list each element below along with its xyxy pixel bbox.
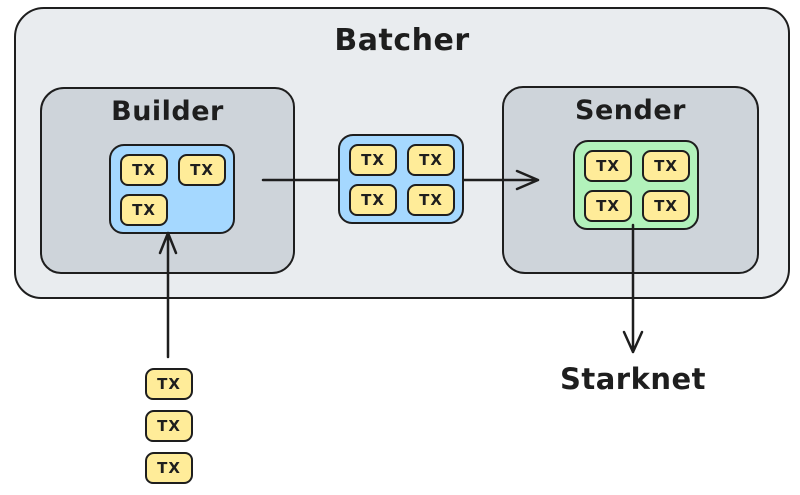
tx-box: TX (642, 190, 690, 222)
builder-tx-group: TX TX TX (109, 144, 235, 234)
starknet-label: Starknet (559, 362, 707, 396)
batch-tx-group: TX TX TX TX (338, 134, 464, 224)
tx-box: TX (407, 184, 455, 216)
sender-label: Sender (575, 95, 686, 126)
tx-box: TX (584, 190, 632, 222)
batcher-label: Batcher (334, 23, 470, 58)
tx-box: TX (120, 154, 168, 186)
tx-box: TX (642, 150, 690, 182)
tx-box: TX (407, 144, 455, 176)
sender-box: Sender TX TX TX TX (502, 86, 759, 274)
tx-box: TX (349, 144, 397, 176)
tx-box: TX (145, 410, 193, 442)
incoming-tx-stack: TX TX TX (145, 368, 193, 484)
builder-box: Builder TX TX TX (40, 87, 295, 274)
tx-box: TX (145, 452, 193, 484)
tx-box: TX (584, 150, 632, 182)
tx-box: TX (120, 194, 168, 226)
builder-label: Builder (111, 96, 224, 127)
tx-box: TX (145, 368, 193, 400)
tx-box: TX (178, 154, 226, 186)
sender-tx-group: TX TX TX TX (573, 140, 699, 230)
tx-box: TX (349, 184, 397, 216)
